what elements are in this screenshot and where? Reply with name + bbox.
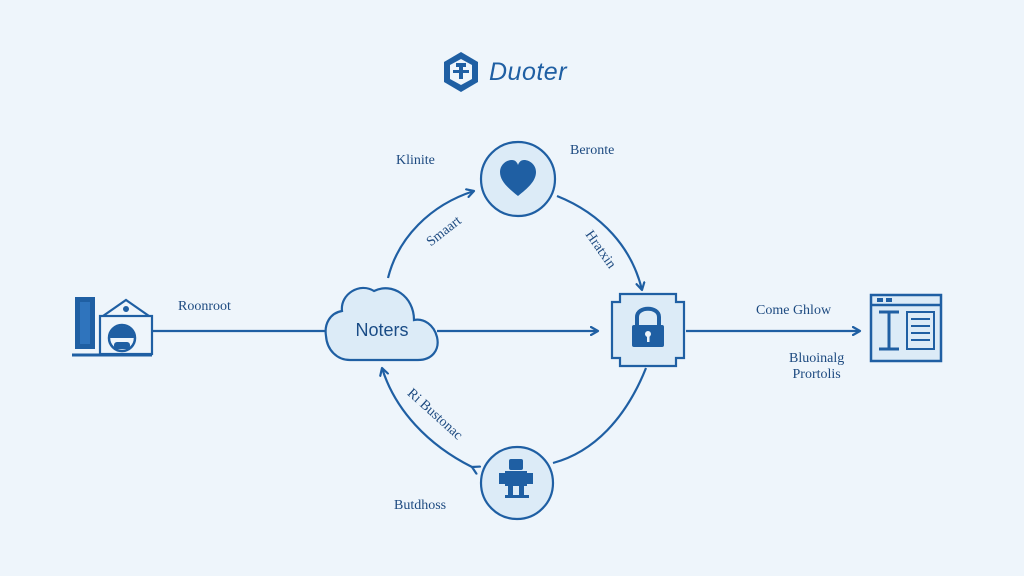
output-top-label: Come Ghlow: [756, 303, 832, 318]
edge-lock-to-bot: [552, 367, 648, 465]
source-label: Roonroot: [178, 299, 231, 314]
robot-icon: [479, 445, 555, 521]
top-left-label: Klinite: [396, 153, 435, 168]
cloud-node-label: Noters: [355, 320, 409, 340]
output-bottom-line2: Prortolis: [792, 367, 841, 382]
brand-title: Duoter: [489, 58, 568, 86]
edge-cloud-to-heart: [386, 191, 474, 279]
heart-node-label: Beronte: [570, 143, 615, 158]
output-bottom-line1: Bluoinalg: [789, 351, 845, 366]
lock-icon: [610, 292, 686, 368]
server-icon: [72, 297, 154, 357]
edge-heart-to-lock: [556, 194, 642, 290]
bot-node-label: Butdhoss: [394, 498, 447, 513]
heart-icon: [479, 140, 557, 218]
edge-bot-to-cloud: [382, 368, 472, 467]
cloud-icon: [324, 286, 439, 362]
hexagon-logo-icon: [444, 52, 478, 92]
document-icon: [869, 293, 943, 363]
output-bottom-label: Bluoinalg Prortolis: [789, 351, 844, 383]
